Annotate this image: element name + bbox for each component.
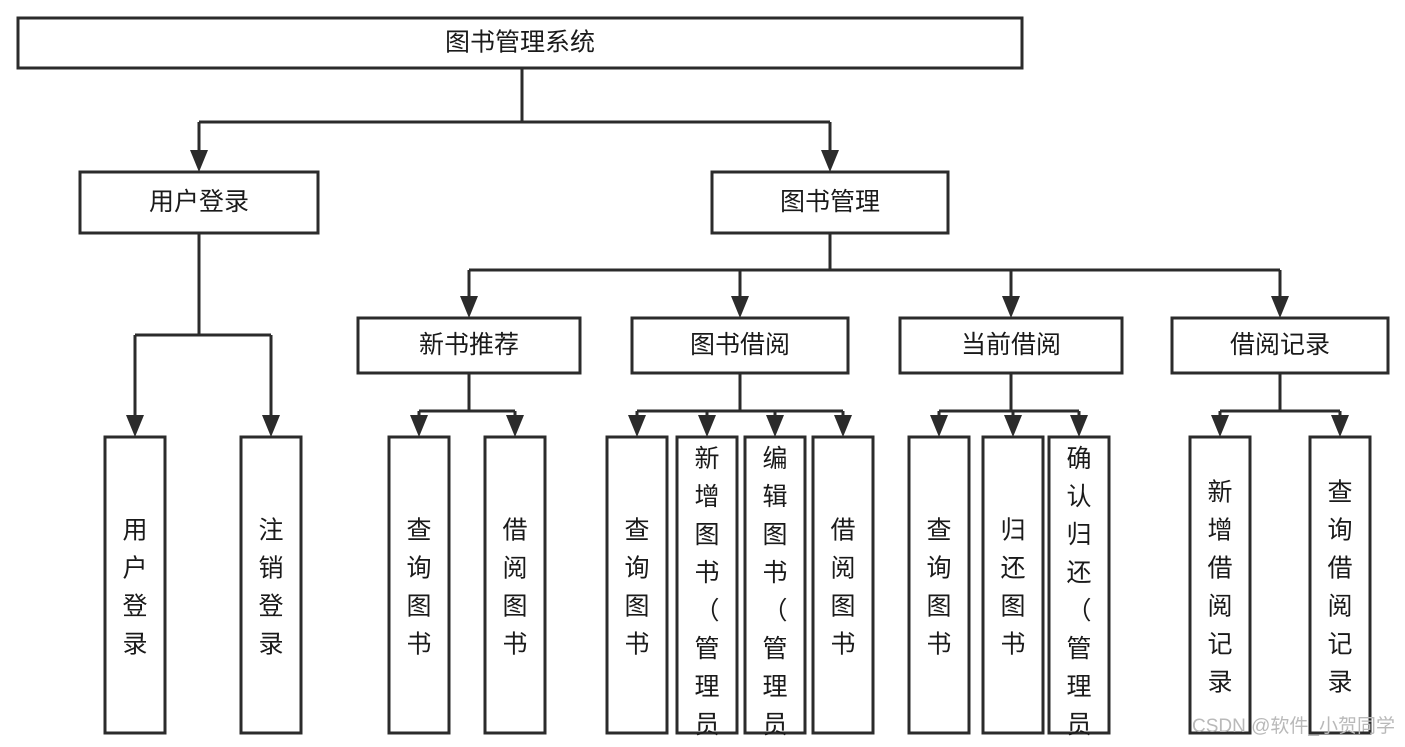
arrow-head-icon	[506, 415, 524, 437]
leaf-node-6-box[interactable]	[743, 435, 807, 735]
arrow-head-icon	[126, 415, 144, 437]
arrow-head-icon	[628, 415, 646, 437]
leaf-node-3-box[interactable]	[483, 435, 547, 735]
level2-node-2-box[interactable]	[898, 316, 1124, 375]
leaf-node-1[interactable]: 注销登录	[239, 435, 303, 735]
level2-node-1-box[interactable]	[630, 316, 850, 375]
level2-node-1-label: 图书借阅	[690, 331, 790, 359]
leaf-node-8[interactable]: 查询图书	[907, 435, 971, 735]
leaf-node-0[interactable]: 用户登录	[103, 435, 167, 735]
leaf-node-10-label: 确认归还（管理员）	[1066, 445, 1091, 747]
level1-node-0-label: 用户登录	[149, 188, 249, 216]
level1-node-1[interactable]: 图书管理	[710, 170, 950, 235]
connector-book-borrow-children	[637, 373, 843, 413]
root-node-book-system-label: 图书管理系统	[445, 29, 595, 57]
arrow-head-icon	[262, 415, 280, 437]
arrow-head-icon	[930, 415, 948, 437]
leaf-node-7-label: 借阅图书	[830, 517, 855, 659]
leaf-node-4-label: 查询图书	[624, 517, 649, 659]
connector-user-login-children	[135, 233, 271, 337]
leaf-node-2[interactable]: 查询图书	[387, 435, 451, 735]
arrow-head-icon	[1002, 296, 1020, 318]
level1-node-1-label: 图书管理	[780, 188, 880, 216]
leaf-node-10[interactable]: 确认归还（管理员）	[1047, 435, 1111, 747]
level1-node-0-box[interactable]	[78, 170, 320, 235]
leaf-node-3[interactable]: 借阅图书	[483, 435, 547, 735]
leaf-node-11[interactable]: 新增借阅记录	[1188, 435, 1252, 735]
root-node-book-system-box[interactable]	[16, 16, 1024, 70]
level1-node-0[interactable]: 用户登录	[78, 170, 320, 235]
arrow-head-icon	[821, 150, 839, 172]
root-node-book-system[interactable]: 图书管理系统	[16, 16, 1024, 70]
leaf-node-8-box[interactable]	[907, 435, 971, 735]
leaf-node-5-label: 新增图书（管理员）	[694, 445, 719, 747]
leaf-node-5[interactable]: 新增图书（管理员）	[675, 435, 739, 747]
leaf-node-3-label: 借阅图书	[502, 517, 527, 659]
leaf-node-6[interactable]: 编辑图书（管理员）	[743, 435, 807, 747]
arrow-head-icon	[698, 415, 716, 437]
level2-node-0[interactable]: 新书推荐	[356, 316, 582, 375]
leaf-node-4-box[interactable]	[605, 435, 669, 735]
leaf-node-1-label: 注销登录	[258, 517, 283, 659]
leaf-node-11-box[interactable]	[1188, 435, 1252, 735]
leaf-node-7-box[interactable]	[811, 435, 875, 735]
level1-node-1-box[interactable]	[710, 170, 950, 235]
connector-layer	[126, 68, 1349, 437]
arrow-head-icon	[731, 296, 749, 318]
level2-node-0-label: 新书推荐	[419, 331, 519, 359]
connector-current-borrow-children	[939, 373, 1079, 413]
arrow-head-icon	[190, 150, 208, 172]
connector-new-book-children	[419, 373, 515, 413]
connector-book-manage-children	[469, 233, 1280, 272]
arrow-head-icon	[1070, 415, 1088, 437]
leaf-node-9[interactable]: 归还图书	[981, 435, 1045, 735]
leaf-node-5-box[interactable]	[675, 435, 739, 735]
leaf-node-8-label: 查询图书	[926, 517, 951, 659]
level2-node-2-label: 当前借阅	[961, 331, 1061, 359]
leaf-node-12[interactable]: 查询借阅记录	[1308, 435, 1372, 735]
leaf-node-2-label: 查询图书	[406, 517, 431, 659]
leaf-node-11-label: 新增借阅记录	[1207, 479, 1232, 697]
leaf-node-12-box[interactable]	[1308, 435, 1372, 735]
level2-node-3-label: 借阅记录	[1230, 331, 1330, 359]
arrow-head-icon	[1004, 415, 1022, 437]
leaf-node-0-box[interactable]	[103, 435, 167, 735]
level2-node-2[interactable]: 当前借阅	[898, 316, 1124, 375]
connector-borrow-record-children	[1220, 373, 1340, 413]
arrow-head-icon	[410, 415, 428, 437]
leaf-node-10-box[interactable]	[1047, 435, 1111, 735]
level2-node-3-box[interactable]	[1170, 316, 1390, 375]
arrow-head-icon	[1271, 296, 1289, 318]
node-layer: 图书管理系统用户登录图书管理新书推荐图书借阅当前借阅借阅记录用户登录注销登录查询…	[16, 16, 1390, 747]
leaf-node-12-label: 查询借阅记录	[1327, 479, 1352, 697]
leaf-node-0-label: 用户登录	[122, 517, 147, 659]
leaf-node-4[interactable]: 查询图书	[605, 435, 669, 735]
arrow-head-icon	[460, 296, 478, 318]
level2-node-1[interactable]: 图书借阅	[630, 316, 850, 375]
arrow-head-icon	[1331, 415, 1349, 437]
arrow-head-icon	[834, 415, 852, 437]
leaf-node-9-label: 归还图书	[1000, 517, 1025, 659]
connector-root-to-level1	[199, 68, 830, 124]
arrow-head-icon	[766, 415, 784, 437]
leaf-node-6-label: 编辑图书（管理员）	[762, 445, 787, 747]
leaf-node-9-box[interactable]	[981, 435, 1045, 735]
leaf-node-2-box[interactable]	[387, 435, 451, 735]
arrow-head-icon	[1211, 415, 1229, 437]
level2-node-3[interactable]: 借阅记录	[1170, 316, 1390, 375]
leaf-node-7[interactable]: 借阅图书	[811, 435, 875, 735]
level2-node-0-box[interactable]	[356, 316, 582, 375]
csdn-watermark: CSDN @软件_小贺同学	[1192, 715, 1395, 737]
leaf-node-1-box[interactable]	[239, 435, 303, 735]
